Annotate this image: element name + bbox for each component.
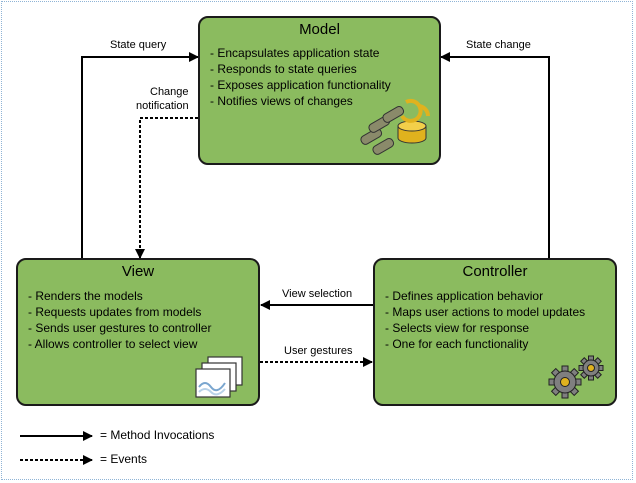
model-list: Encapsulates application state Responds … [210,45,391,109]
controller-box: Controller Defines application behavior … [373,258,617,406]
controller-item: Maps user actions to model updates [385,304,585,320]
controller-item: Defines application behavior [385,288,585,304]
view-list: Renders the models Requests updates from… [28,288,212,352]
controller-item: One for each functionality [385,336,585,352]
view-title: View [121,263,155,280]
controller-list: Defines application behavior Maps user a… [385,288,585,352]
state-query-label: State query [110,39,167,51]
user-gestures-label: User gestures [284,345,353,357]
view-item: Sends user gestures to controller [28,320,211,336]
view-item: Allows controller to select view [28,336,211,352]
model-title: Model [299,21,340,38]
database-icon [360,98,430,155]
documents-icon [195,356,243,398]
change-notification-label-line2: notification [136,100,189,112]
controller-item: Selects view for response [385,320,585,336]
controller-title: Controller [462,263,528,280]
model-item: Responds to state queries [210,61,391,77]
legend-events: = Events [100,452,148,466]
view-box: View Renders the models Requests updates… [16,258,260,406]
view-item: Requests updates from models [28,304,211,320]
model-item: Encapsulates application state [210,45,391,61]
model-box: Model Encapsulates application state Res… [198,16,441,165]
legend-method-invocations: = Method Invocations [100,428,215,442]
state-query-arrow [81,52,199,258]
change-notification-arrow [135,117,198,259]
model-item: Exposes application functionality [210,77,390,93]
view-item: Renders the models [28,288,211,304]
view-selection-label: View selection [282,288,353,300]
state-change-arrow [440,52,550,258]
state-change-label: State change [466,39,531,51]
gears-icon [548,355,604,399]
model-item: Notifies views of changes [210,93,391,109]
change-notification-label-line1: Change [150,86,189,98]
